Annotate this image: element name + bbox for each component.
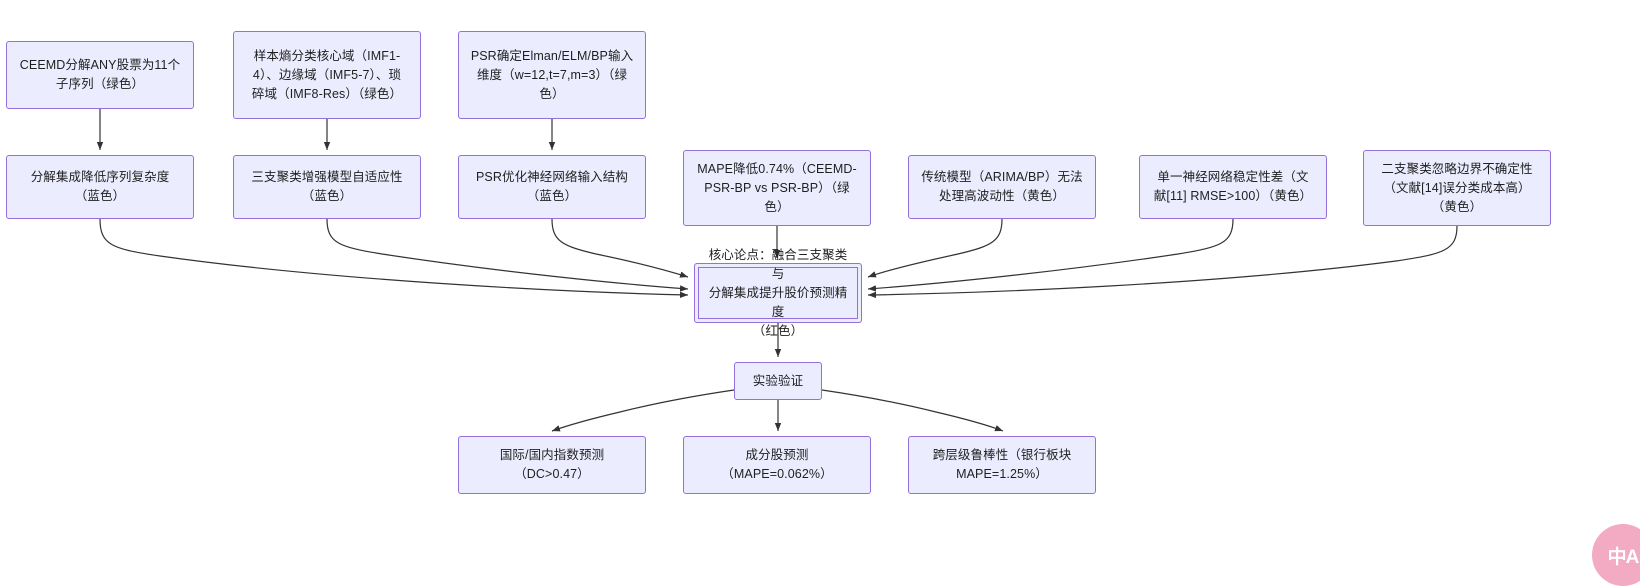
node-index-prediction[interactable]: 国际/国内指数预测 （DC>0.47） <box>458 436 646 494</box>
node-core-thesis[interactable]: 核心论点：融合三支聚类与 分解集成提升股价预测精度 （红色） <box>694 248 862 338</box>
node-label: CEEMD分解ANY股票为11个 子序列（绿色） <box>19 58 181 91</box>
watermark-text: 中A <box>1607 546 1640 568</box>
node-experimental-validation[interactable]: 实验验证 <box>734 362 822 400</box>
node-single-network-instability[interactable]: 单一神经网络稳定性差（文 献[11] RMSE>100）（黄色） <box>1139 155 1327 219</box>
node-label: 成分股预测 （MAPE=0.062%） <box>721 448 833 481</box>
node-ceemd-decomposition[interactable]: CEEMD分解ANY股票为11个 子序列（绿色） <box>6 41 194 109</box>
node-psr-input-dimension[interactable]: PSR确定Elman/ELM/BP输入 维度（w=12,t=7,m=3）（绿 色… <box>458 31 646 119</box>
node-two-way-clustering-limitation[interactable]: 二支聚类忽略边界不确定性 （文献[14]误分类成本高） （黄色） <box>1363 150 1551 226</box>
node-label: PSR优化神经网络输入结构 （蓝色） <box>475 170 628 203</box>
node-psr-optimizes-network-input[interactable]: PSR优化神经网络输入结构 （蓝色） <box>458 155 646 219</box>
edge-n11-n14 <box>821 389 1004 432</box>
edge-n9-core <box>867 218 1234 292</box>
node-label: 三支聚类增强模型自适应性 （蓝色） <box>251 170 403 203</box>
node-three-way-clustering-adaptivity[interactable]: 三支聚类增强模型自适应性 （蓝色） <box>233 155 421 219</box>
node-label: 分解集成降低序列复杂度 （蓝色） <box>30 170 170 203</box>
node-constituent-stock-prediction[interactable]: 成分股预测 （MAPE=0.062%） <box>683 436 871 494</box>
node-mape-reduction[interactable]: MAPE降低0.74%（CEEMD- PSR-BP vs PSR-BP）（绿 色… <box>683 150 871 226</box>
edge-n4-core <box>99 218 689 299</box>
node-cross-level-robustness[interactable]: 跨层级鲁棒性（银行板块 MAPE=1.25%） <box>908 436 1096 494</box>
edge-n11-n12 <box>551 389 735 432</box>
node-traditional-models-limitation[interactable]: 传统模型（ARIMA/BP）无法 处理高波动性（黄色） <box>908 155 1096 219</box>
node-label: 实验验证 <box>752 373 804 388</box>
node-label: 单一神经网络稳定性差（文 献[11] RMSE>100）（黄色） <box>1153 170 1313 203</box>
node-label: 核心论点：融合三支聚类与 分解集成提升股价预测精度 （红色） <box>708 247 848 338</box>
node-label: MAPE降低0.74%（CEEMD- PSR-BP vs PSR-BP）（绿 色… <box>697 161 857 214</box>
edge-n6-core <box>551 218 689 278</box>
flowchart-canvas: CEEMD分解ANY股票为11个 子序列（绿色） 样本熵分类核心域（IMF1- … <box>6 31 1640 586</box>
edge-n5-core <box>326 218 689 292</box>
edge-n8-core <box>867 218 1003 278</box>
node-decomposition-reduces-complexity[interactable]: 分解集成降低序列复杂度 （蓝色） <box>6 155 194 219</box>
node-label: 样本熵分类核心域（IMF1- 4）、边缘域（IMF5-7）、琐 碎域（IMF8-… <box>251 48 403 101</box>
node-label: PSR确定Elman/ELM/BP输入 维度（w=12,t=7,m=3）（绿 色… <box>470 48 634 101</box>
watermark-badge: 中A <box>1592 524 1640 586</box>
edge-n10-core <box>867 225 1458 299</box>
node-label: 跨层级鲁棒性（银行板块 MAPE=1.25%） <box>932 448 1072 481</box>
node-label: 传统模型（ARIMA/BP）无法 处理高波动性（黄色） <box>921 170 1083 203</box>
node-sample-entropy-classification[interactable]: 样本熵分类核心域（IMF1- 4）、边缘域（IMF5-7）、琐 碎域（IMF8-… <box>233 31 421 119</box>
node-label: 国际/国内指数预测 （DC>0.47） <box>499 448 605 481</box>
node-label: 二支聚类忽略边界不确定性 （文献[14]误分类成本高） （黄色） <box>1381 161 1533 214</box>
